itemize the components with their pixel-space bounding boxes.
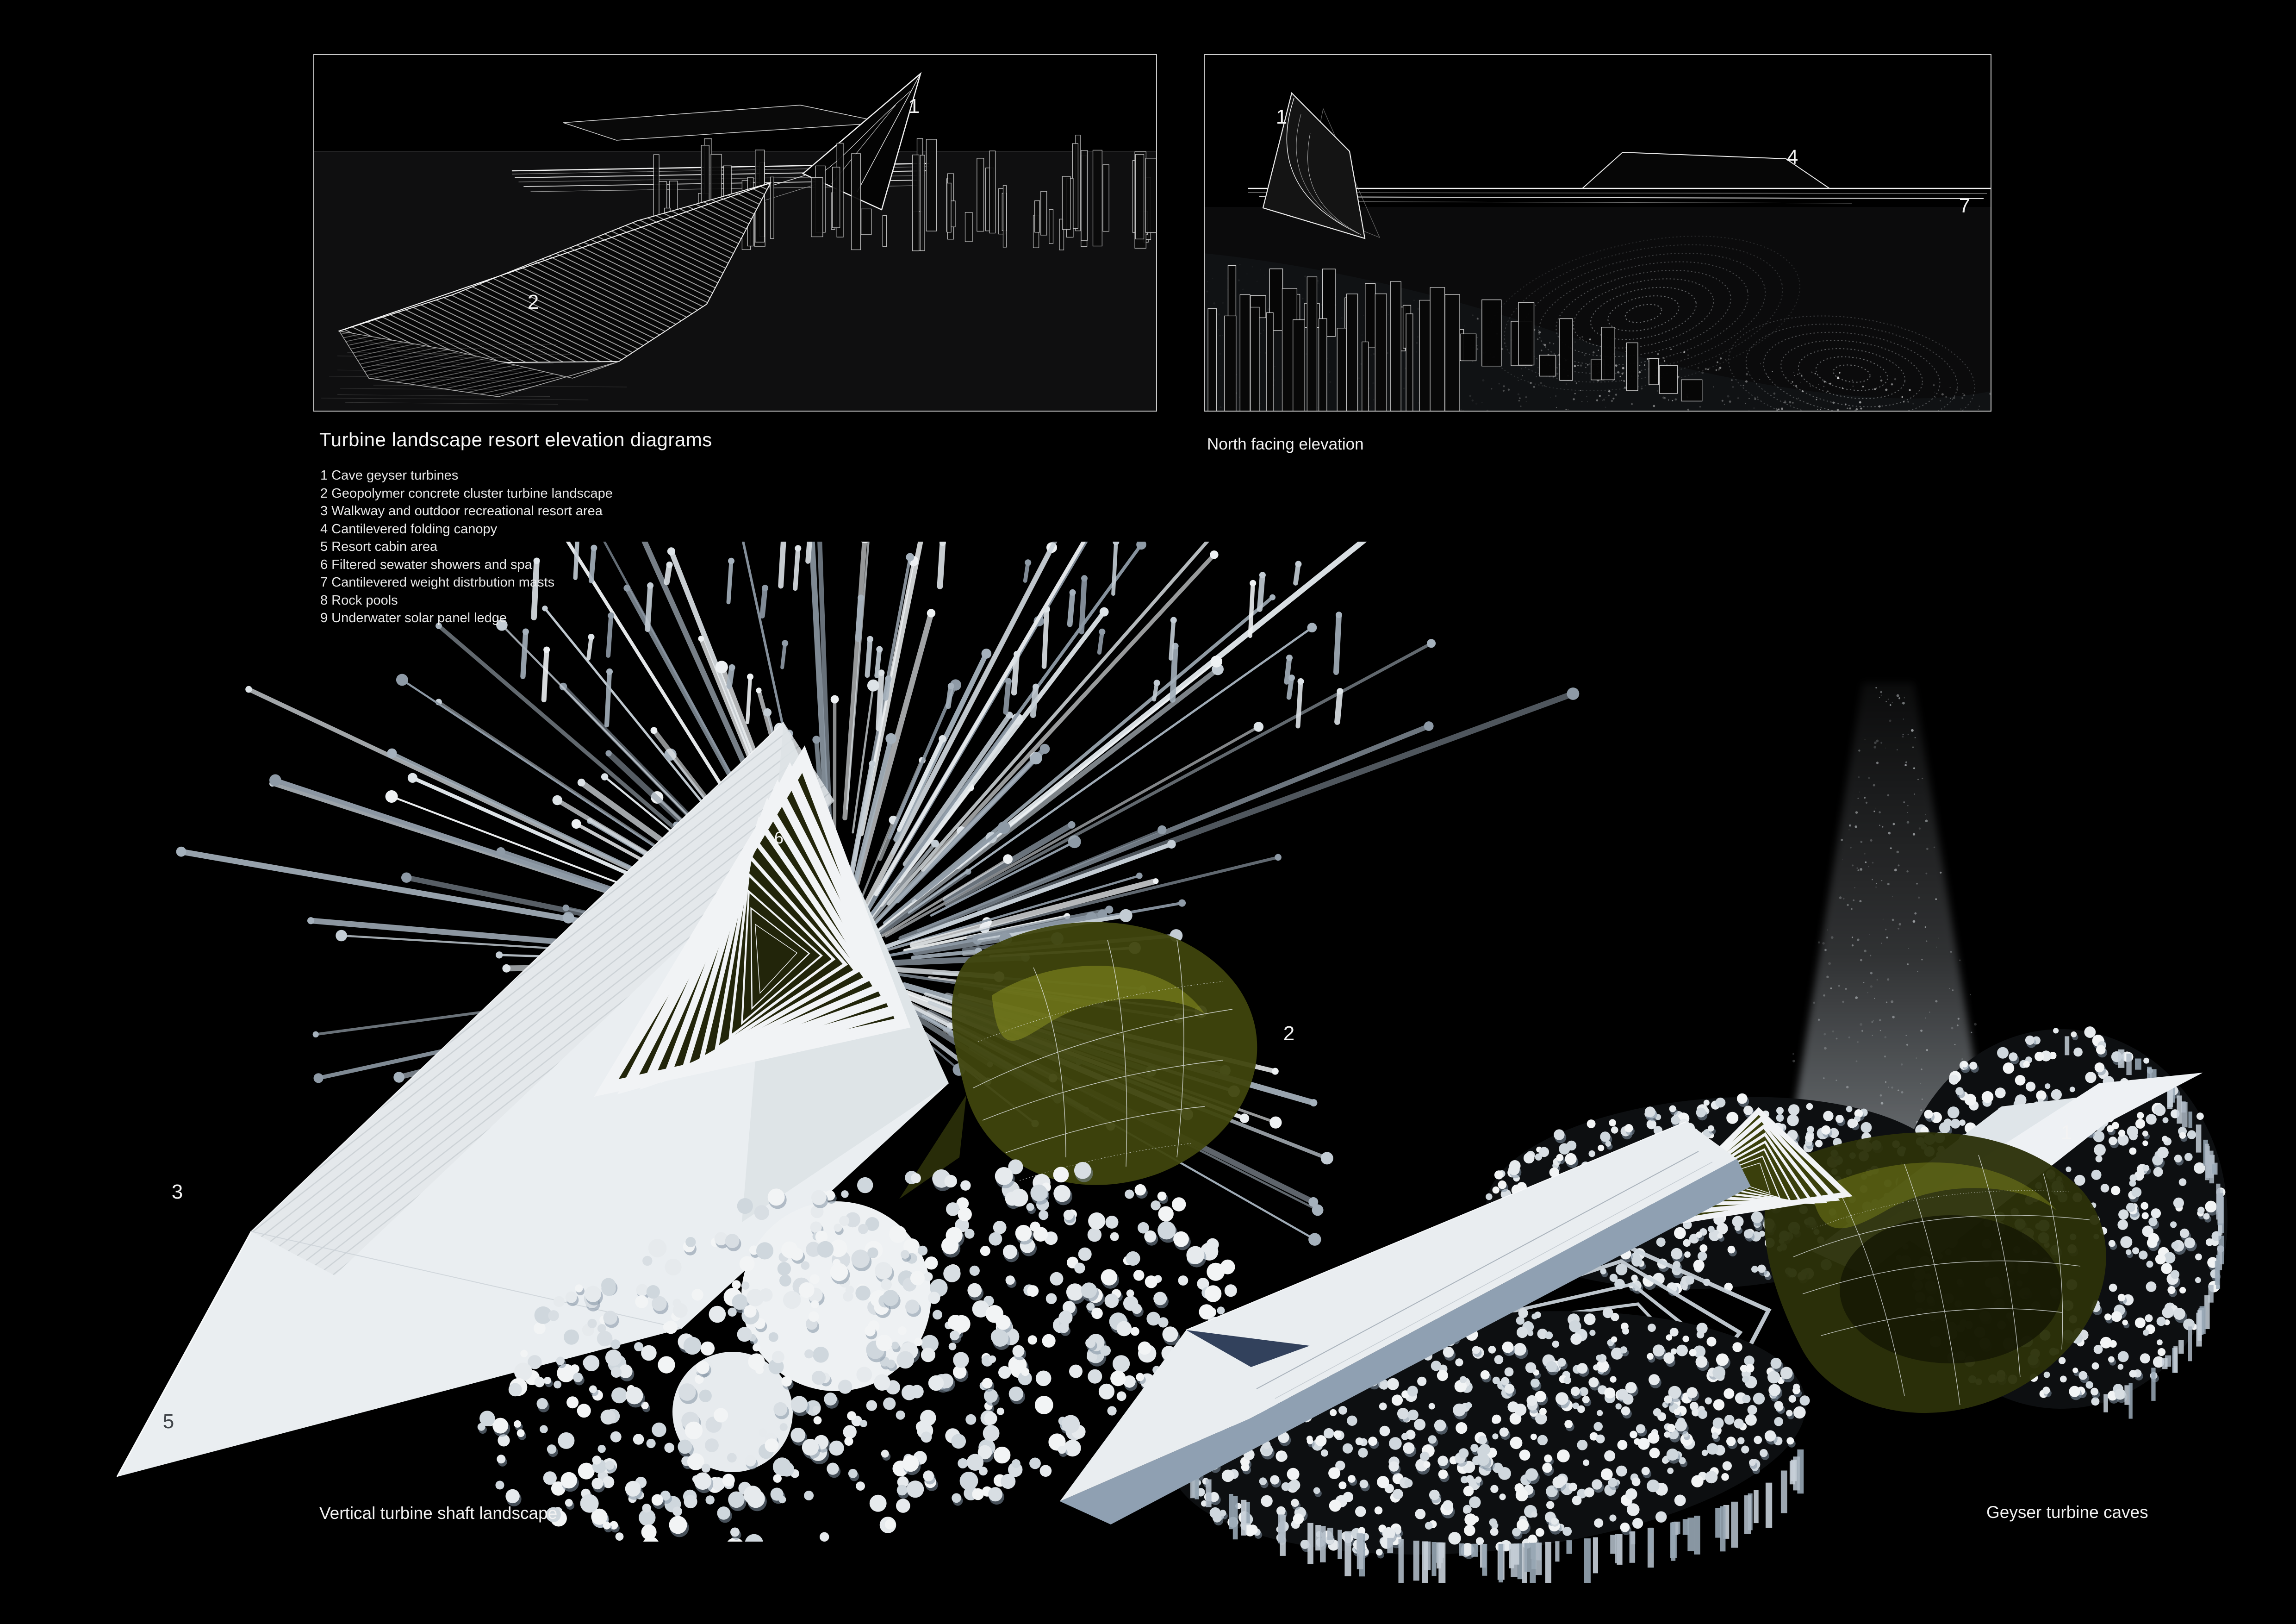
main-render-illustration [116,542,1580,1542]
render-geyser [1025,674,2240,1583]
annotation-main-3: 3 [171,1181,183,1203]
caption-main-render: Vertical turbine shaft landscape [319,1504,558,1523]
legend: 1 Cave geyser turbines 2 Geopolymer conc… [320,467,613,627]
legend-item: 4 Cantilevered folding canopy [320,521,498,537]
turbine-wing-mass [337,182,772,397]
legend-item: 7 Cantilevered weight distrbution masts [320,575,555,590]
geyser-render-illustration [1060,683,2228,1583]
nested-triangle-turbine-shaft [594,745,911,1097]
pillar-cluster-left [1207,276,1460,412]
dark-sail [1262,92,1381,239]
legend-item: 6 Filtered sewater showers and spa [320,557,532,572]
annotation-right-4: 4 [1786,146,1798,169]
annotation-left-1: 1 [908,95,920,118]
legend-item: 9 Underwater solar panel ledge [320,611,507,625]
annotation-main-6: 6 [774,828,784,847]
annotation-main-2: 2 [1283,1022,1295,1045]
legend-item: 2 Geopolymer concrete cluster turbine la… [320,486,613,501]
caption-geyser-render: Geyser turbine caves [1986,1503,2148,1522]
terrace-rows [321,342,627,405]
geyser-plume [1784,683,1992,1176]
annotation-right-7: 7 [1959,194,1971,217]
render-main [112,542,1641,1542]
annotation-geyser-1: 1 [2060,1121,2072,1144]
clustered-voxel-landscape [477,1159,1237,1542]
olive-cave-shell [1764,1132,2106,1413]
elevation-panel-right [1204,54,1991,412]
caption-north-elevation: North facing elevation [1207,435,1364,453]
annotation-main-5: 5 [162,1410,174,1433]
deck-and-canopy [1247,151,1991,204]
elevation-left-illustration [313,54,1157,412]
pillar-skyline [648,135,1157,251]
panel-frame [313,54,1157,412]
legend-item: 8 Rock pools [320,593,398,608]
page-title: Turbine landscape resort elevation diagr… [319,429,712,450]
floating-pillar-fragments [520,542,1344,731]
panel-frame [1204,54,1991,412]
elevation-right-illustration [1204,54,1991,412]
annotation-left-2: 2 [527,291,539,313]
legend-item: 3 Walkway and outdoor recreational resor… [320,504,603,518]
folded-white-beam [1060,1121,1751,1524]
legend-item: 1 Cave geyser turbines [320,468,459,483]
legend-item: 5 Resort cabin area [320,539,438,554]
annotation-right-1: 1 [1276,106,1288,128]
elevation-panel-left [313,54,1157,412]
